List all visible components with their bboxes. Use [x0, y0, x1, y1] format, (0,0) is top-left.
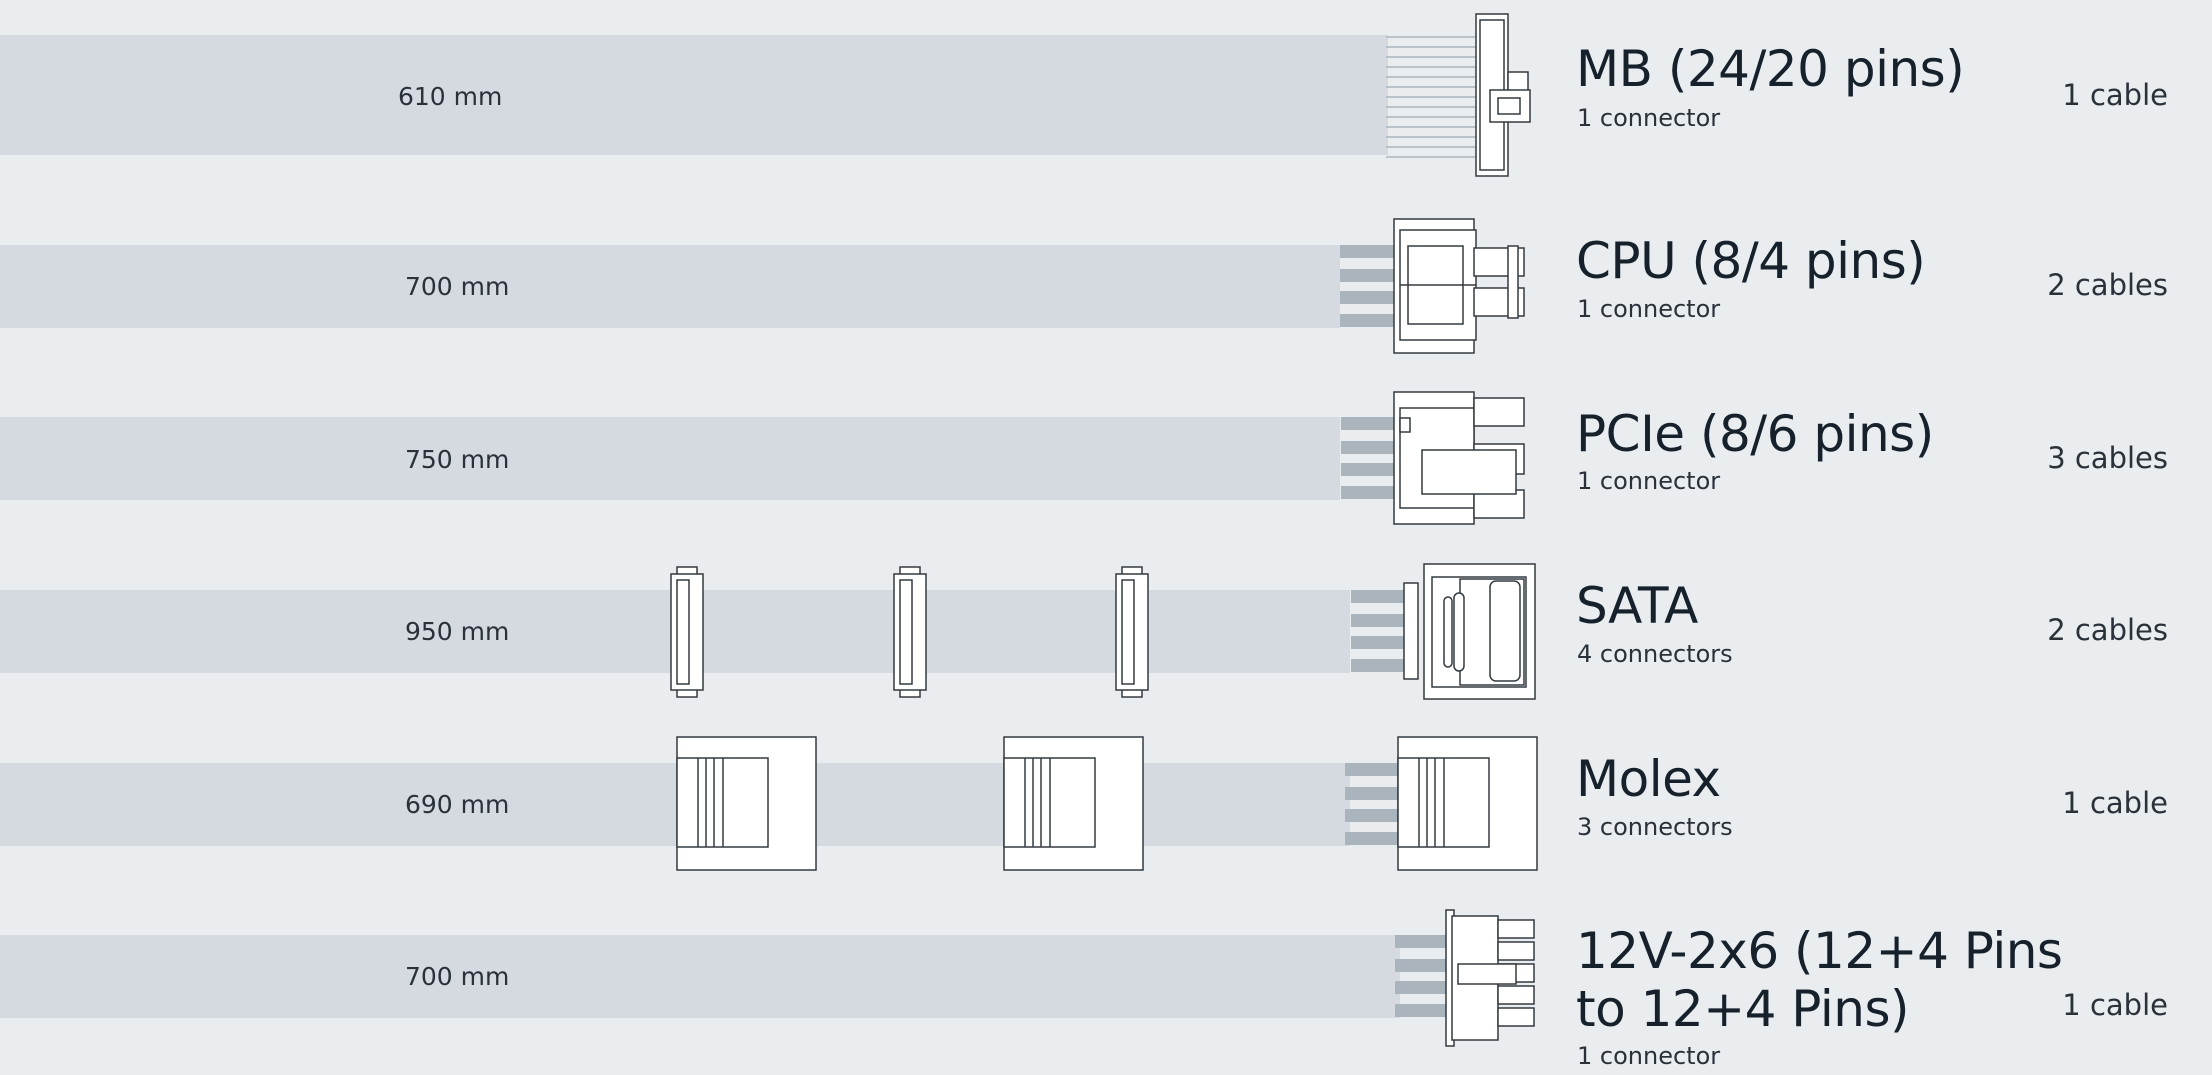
cable-band [0, 245, 1340, 328]
connector-count: 4 connectors [1577, 640, 1733, 668]
cable-length: 700 mm [405, 272, 510, 301]
cable-length: 950 mm [405, 617, 510, 646]
cable-length: 690 mm [405, 790, 510, 819]
cable-type: MB (24/20 pins) [1576, 40, 1965, 98]
cable-count: 3 cables [2047, 441, 2168, 475]
molex-connector-icon [676, 736, 817, 871]
sata-end-connector-icon [1351, 563, 1536, 700]
sata-connector-icon [670, 566, 704, 698]
cable-type: Molex [1576, 750, 1721, 808]
cable-type-line-1: 12V-2x6 (12+4 Pins [1576, 922, 2063, 980]
cable-band [0, 35, 1388, 155]
sata-connector-icon [1115, 566, 1149, 698]
cable-band [0, 763, 1350, 846]
molex-connector-icon [1003, 736, 1144, 871]
cable-length: 610 mm [398, 82, 503, 111]
cable-type-line-2: to 12+4 Pins) [1576, 980, 1910, 1038]
mb-connector-icon [1386, 13, 1531, 177]
connector-count: 1 connector [1577, 104, 1721, 132]
cable-count: 1 cable [2062, 786, 2168, 820]
cable-band [0, 935, 1400, 1018]
cable-type: PCIe (8/6 pins) [1576, 405, 1934, 463]
connector-count: 1 connector [1577, 467, 1721, 495]
cable-type: SATA [1576, 577, 1698, 635]
cable-count: 1 cable [2062, 78, 2168, 112]
connector-count: 3 connectors [1577, 813, 1733, 841]
12v-2x6-connector-icon [1395, 909, 1535, 1047]
connector-count: 1 connector [1577, 295, 1721, 323]
cable-length: 750 mm [405, 445, 510, 474]
molex-end-connector-icon [1345, 736, 1538, 871]
pcie-connector-icon [1341, 391, 1525, 525]
cable-count: 2 cables [2047, 613, 2168, 647]
cable-type: CPU (8/4 pins) [1576, 232, 1926, 290]
sata-connector-icon [893, 566, 927, 698]
cable-count: 2 cables [2047, 268, 2168, 302]
cable-band [0, 417, 1340, 500]
cpu-connector-icon [1340, 218, 1525, 354]
cable-count: 1 cable [2062, 988, 2168, 1022]
connector-count: 1 connector [1577, 1042, 1721, 1070]
cable-length: 700 mm [405, 962, 510, 991]
